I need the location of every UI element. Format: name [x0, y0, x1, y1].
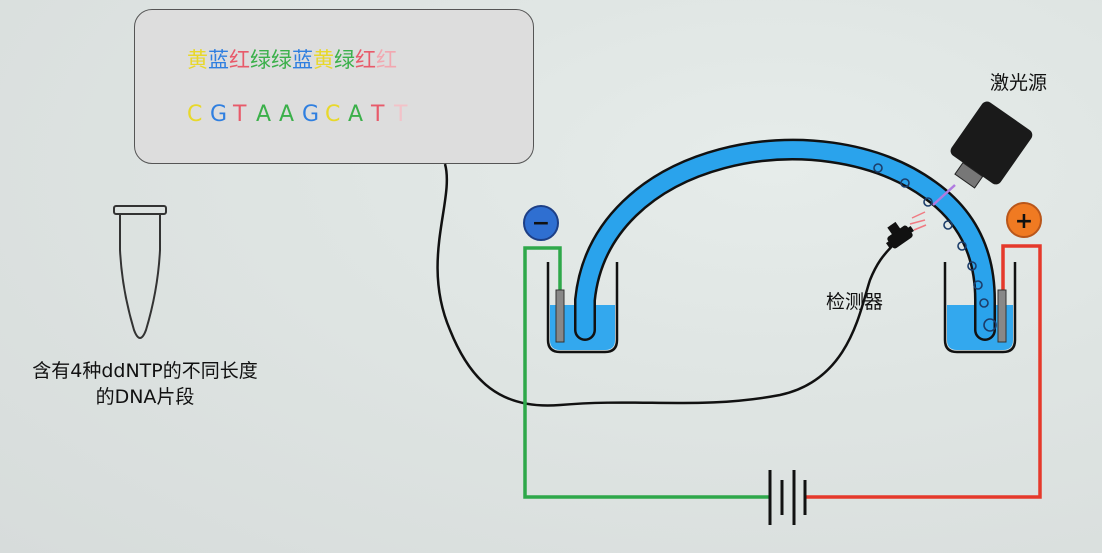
- color-word-3: 绿: [250, 48, 271, 72]
- color-word-2: 红: [229, 48, 250, 72]
- color-word-9: 红: [376, 48, 397, 72]
- capillary-tube: [576, 141, 994, 339]
- base-8: T: [371, 102, 385, 127]
- positive-symbol: +: [1015, 209, 1033, 234]
- color-word-1: 蓝: [208, 48, 229, 72]
- base-6: C: [325, 102, 341, 127]
- negative-symbol: −: [532, 211, 550, 236]
- base-1: G: [210, 102, 228, 127]
- base-9: T: [394, 102, 408, 127]
- negative-wire: [523, 246, 770, 499]
- color-word-8: 红: [355, 48, 376, 72]
- negative-electrode-icon: −: [523, 205, 559, 241]
- sample-tube-label-line1: 含有4种ddNTP的不同长度: [32, 360, 258, 382]
- color-word-6: 黄: [313, 48, 334, 72]
- battery: [768, 470, 807, 525]
- signal-cable: [436, 163, 899, 407]
- detector: [885, 221, 915, 249]
- sample-tube-label: 含有4种ddNTP的不同长度 的DNA片段: [0, 358, 290, 410]
- base-3: A: [256, 102, 272, 127]
- sample-tube: [113, 205, 167, 339]
- color-word-5: 蓝: [292, 48, 313, 72]
- base-7: A: [348, 102, 364, 127]
- base-2: T: [233, 102, 247, 127]
- color-word-row: 黄蓝红绿绿蓝黄绿红红: [187, 44, 397, 74]
- positive-electrode-icon: +: [1006, 202, 1042, 238]
- color-word-4: 绿: [271, 48, 292, 72]
- fluorescence-flash: [909, 211, 927, 231]
- dna-fragments: [873, 163, 997, 332]
- laser-label: 激光源: [990, 72, 1048, 94]
- base-0: C: [187, 102, 203, 127]
- laser-source: [932, 101, 1033, 206]
- positive-wire: [805, 244, 1042, 499]
- base-4: A: [279, 102, 295, 127]
- sample-tube-label-line2: 的DNA片段: [95, 386, 195, 408]
- base-5: G: [302, 102, 320, 127]
- color-word-7: 绿: [334, 48, 355, 72]
- color-word-0: 黄: [187, 48, 208, 72]
- detector-label: 检测器: [826, 291, 884, 313]
